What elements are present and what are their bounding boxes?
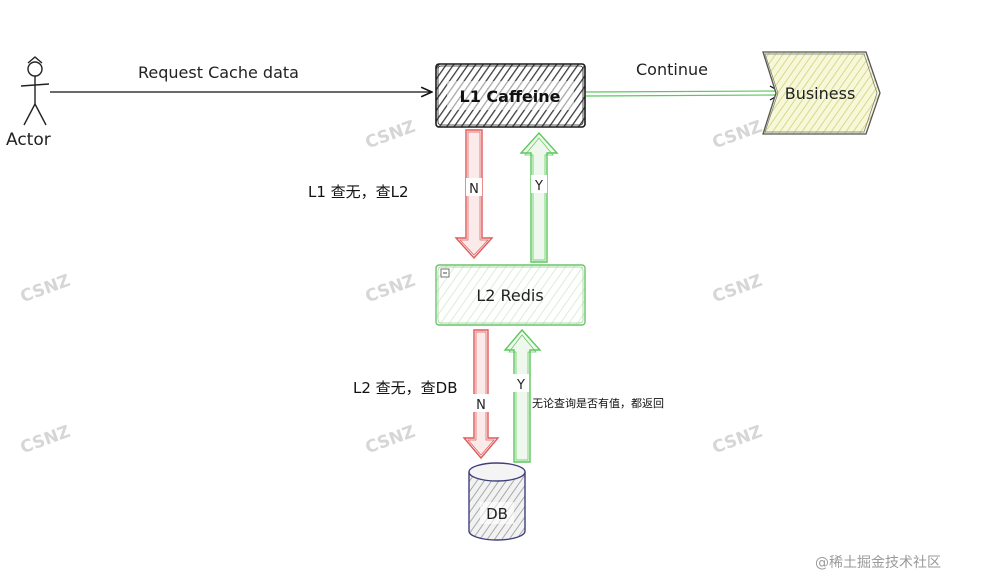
- continue-arrow: [585, 85, 784, 101]
- business-label: Business: [785, 84, 856, 103]
- l2-return-label-bg: [513, 374, 529, 392]
- l2-redis-node: L2 Redis: [435, 264, 586, 326]
- l1-hit-label: Y: [534, 179, 543, 194]
- l1-hit-arrow: [519, 131, 559, 263]
- db-node: DB: [468, 462, 526, 541]
- watermark: CSNZ: [363, 117, 418, 153]
- business-node: Business: [762, 51, 881, 135]
- watermark: CSNZ: [710, 422, 765, 458]
- request-label: Request Cache data: [138, 63, 299, 82]
- l2-miss-label-bg: [473, 394, 489, 412]
- watermark: CSNZ: [18, 422, 73, 458]
- l1-caffeine-node: L1 Caffeine: [435, 63, 586, 128]
- watermark: CSNZ: [363, 422, 418, 458]
- continue-label: Continue: [636, 60, 708, 79]
- actor-figure: [20, 56, 50, 126]
- db-label: DB: [486, 505, 508, 523]
- actor-label: Actor: [6, 130, 51, 150]
- l1-miss-label-bg: [466, 178, 482, 196]
- l2-miss-label: N: [476, 398, 486, 413]
- db-return-note: 无论查询是否有值，都返回: [532, 396, 664, 410]
- l1-caffeine-label: L1 Caffeine: [460, 87, 561, 106]
- source-credit: @稀土掘金技术社区: [815, 555, 941, 571]
- l1-miss-note: L1 查无，查L2: [308, 183, 409, 201]
- watermark: CSNZ: [18, 271, 73, 307]
- l2-miss-note: L2 查无，查DB: [353, 379, 458, 397]
- watermark: CSNZ: [710, 117, 765, 153]
- watermark: CSNZ: [363, 271, 418, 307]
- l2-return-label: Y: [516, 378, 525, 393]
- l1-miss-label: N: [469, 182, 479, 197]
- l1-hit-label-bg: [531, 175, 547, 193]
- watermark: CSNZ: [710, 271, 765, 307]
- l2-redis-label: L2 Redis: [476, 286, 543, 305]
- l2-return-arrow: [503, 328, 542, 463]
